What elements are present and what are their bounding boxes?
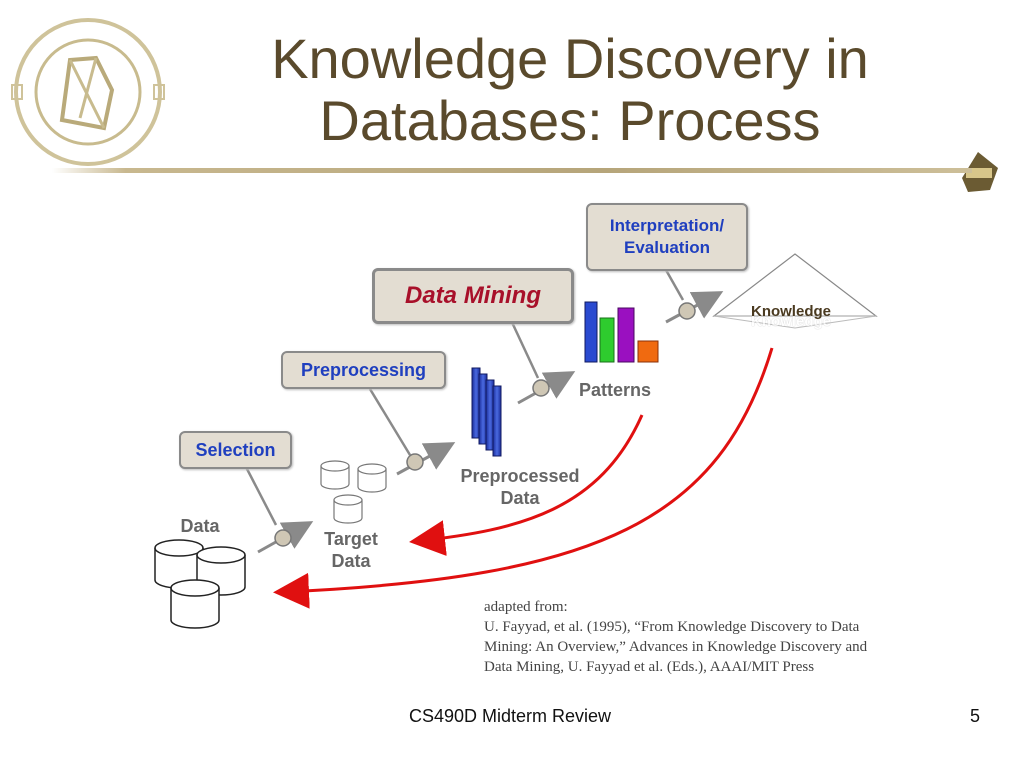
step-arrows bbox=[244, 269, 724, 554]
citation-line: U. Fayyad, et al. (1995), “From Knowledg… bbox=[484, 619, 860, 635]
purdue-train-logo bbox=[962, 152, 998, 192]
preprocessed-data-icon bbox=[471, 367, 502, 457]
knowledge-label: Knowledge bbox=[750, 303, 831, 320]
selection-step-box: Selection bbox=[179, 431, 292, 469]
citation-line: Data Mining, U. Fayyad et al. (Eds.), AA… bbox=[484, 659, 815, 675]
knowledge-triangle-icon bbox=[712, 253, 878, 329]
title-divider bbox=[52, 168, 972, 173]
citation-text: adapted from: U. Fayyad, et al. (1995), … bbox=[484, 597, 944, 677]
data-mining-step-box: Data Mining bbox=[372, 268, 574, 324]
data-database-icon bbox=[154, 539, 246, 629]
citation-line: adapted from: bbox=[484, 599, 568, 615]
target-label-line1: Target bbox=[324, 529, 378, 549]
target-data-icon bbox=[320, 460, 387, 524]
patterns-bar-icon bbox=[584, 301, 659, 363]
interpretation-label: Interpretation/ bbox=[609, 216, 725, 235]
target-label-line2: Data bbox=[331, 551, 371, 571]
purdue-seal-logo bbox=[11, 18, 165, 166]
citation-line: Mining: An Overview,” Advances in Knowle… bbox=[484, 639, 868, 655]
preprocessed-label-line1: Preprocessed bbox=[460, 466, 580, 486]
feedback-arrows bbox=[273, 347, 774, 609]
preprocessed-label-line2: Data bbox=[500, 488, 540, 508]
preprocessed-data-label: Preprocessed Data bbox=[452, 465, 588, 509]
data-label: Data bbox=[180, 516, 220, 536]
interpretation-evaluation-step-box: Interpretation/ Evaluation bbox=[586, 203, 748, 271]
knowledge-reflection-label: Knowledge bbox=[750, 313, 831, 330]
target-data-label: Target Data bbox=[316, 528, 386, 572]
patterns-label: Patterns bbox=[578, 380, 652, 400]
page-number: 5 bbox=[969, 706, 980, 726]
step-knobs bbox=[274, 302, 696, 547]
slide-title: Knowledge Discovery in Databases: Proces… bbox=[271, 27, 869, 152]
evaluation-label: Evaluation bbox=[624, 238, 710, 257]
footer-title: CS490D Midterm Review bbox=[408, 706, 612, 726]
preprocessing-step-box: Preprocessing bbox=[281, 351, 446, 389]
